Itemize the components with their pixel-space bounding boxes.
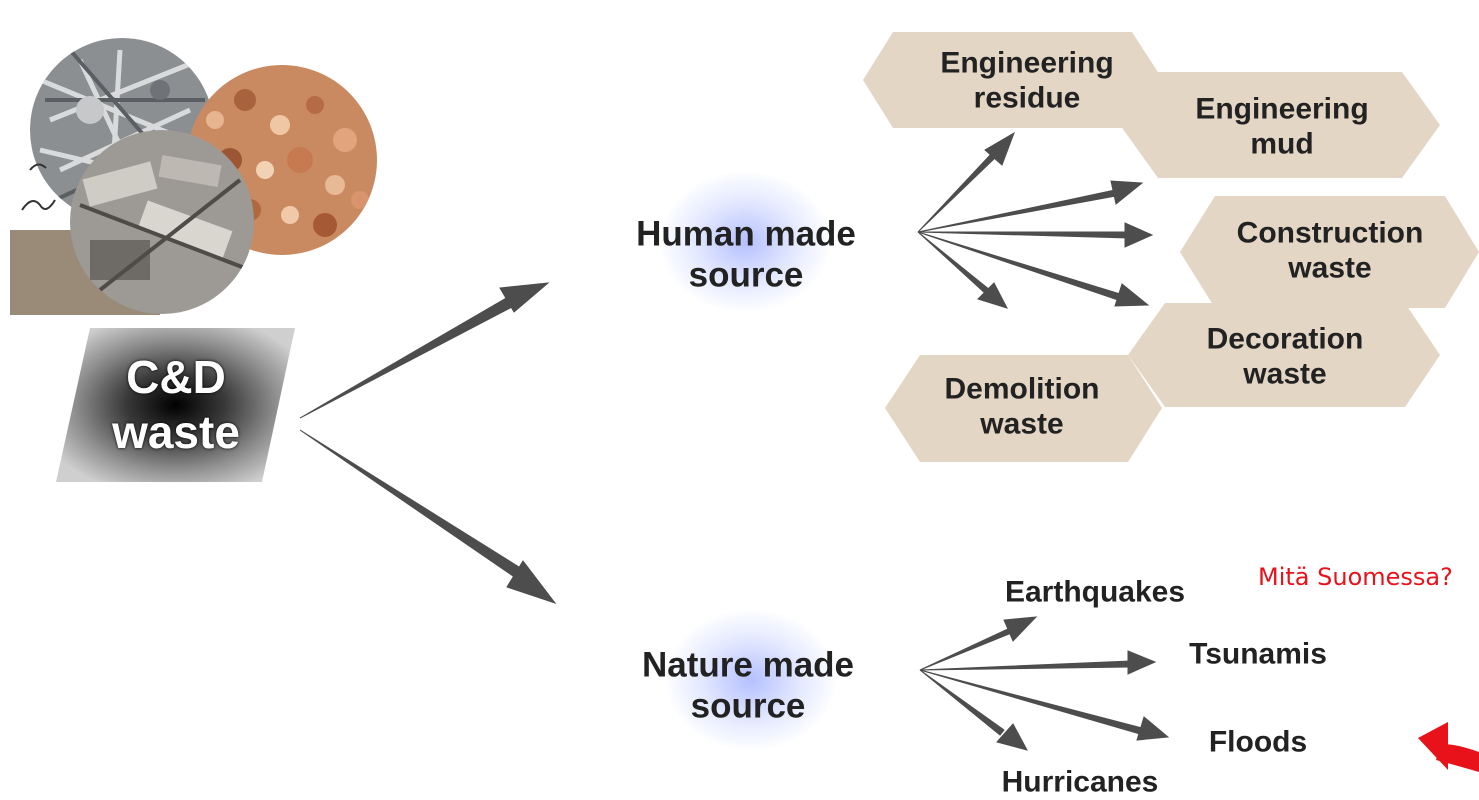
nature-fan-arrows <box>920 617 1168 750</box>
cd-waste-label: C&D waste <box>112 350 240 460</box>
demolition-waste-line2: waste <box>912 407 1132 442</box>
decoration-waste-line1: Decoration <box>1175 322 1395 357</box>
cd-waste-line1: C&D <box>112 350 240 405</box>
tsunamis-label: Tsunamis <box>1189 636 1327 671</box>
arrow-to-nature <box>300 430 519 576</box>
human-fan-arrows <box>918 133 1152 308</box>
construction-waste-label: Construction waste <box>1220 216 1440 287</box>
demolition-waste-label: Demolition waste <box>912 372 1132 443</box>
human-title-line1: Human made <box>596 214 896 255</box>
construction-waste-line2: waste <box>1220 251 1440 286</box>
engineering-mud-line2: mud <box>1172 127 1392 162</box>
engineering-residue-label: Engineering residue <box>917 46 1137 117</box>
arrow-to-human <box>300 297 514 418</box>
construction-waste-line1: Construction <box>1220 216 1440 251</box>
nature-made-source-title: Nature made source <box>598 645 898 728</box>
hurricanes-label: Hurricanes <box>1002 764 1159 799</box>
human-made-source-title: Human made source <box>596 214 896 297</box>
annotation-note: Mitä Suomessa? <box>1258 563 1453 591</box>
demolition-waste-line1: Demolition <box>912 372 1132 407</box>
nature-title-line2: source <box>598 686 898 727</box>
decoration-waste-label: Decoration waste <box>1175 322 1395 393</box>
red-curved-arrow <box>1418 722 1479 772</box>
engineering-mud-line1: Engineering <box>1172 92 1392 127</box>
cd-waste-line2: waste <box>112 405 240 460</box>
engineering-residue-line1: Engineering <box>917 46 1137 81</box>
floods-label: Floods <box>1209 724 1307 759</box>
decoration-waste-line2: waste <box>1175 357 1395 392</box>
human-title-line2: source <box>596 255 896 296</box>
engineering-mud-label: Engineering mud <box>1172 92 1392 163</box>
nature-title-line1: Nature made <box>598 645 898 686</box>
earthquakes-label: Earthquakes <box>1005 574 1185 609</box>
engineering-residue-line2: residue <box>917 81 1137 116</box>
waste-photo-collage <box>10 30 390 320</box>
